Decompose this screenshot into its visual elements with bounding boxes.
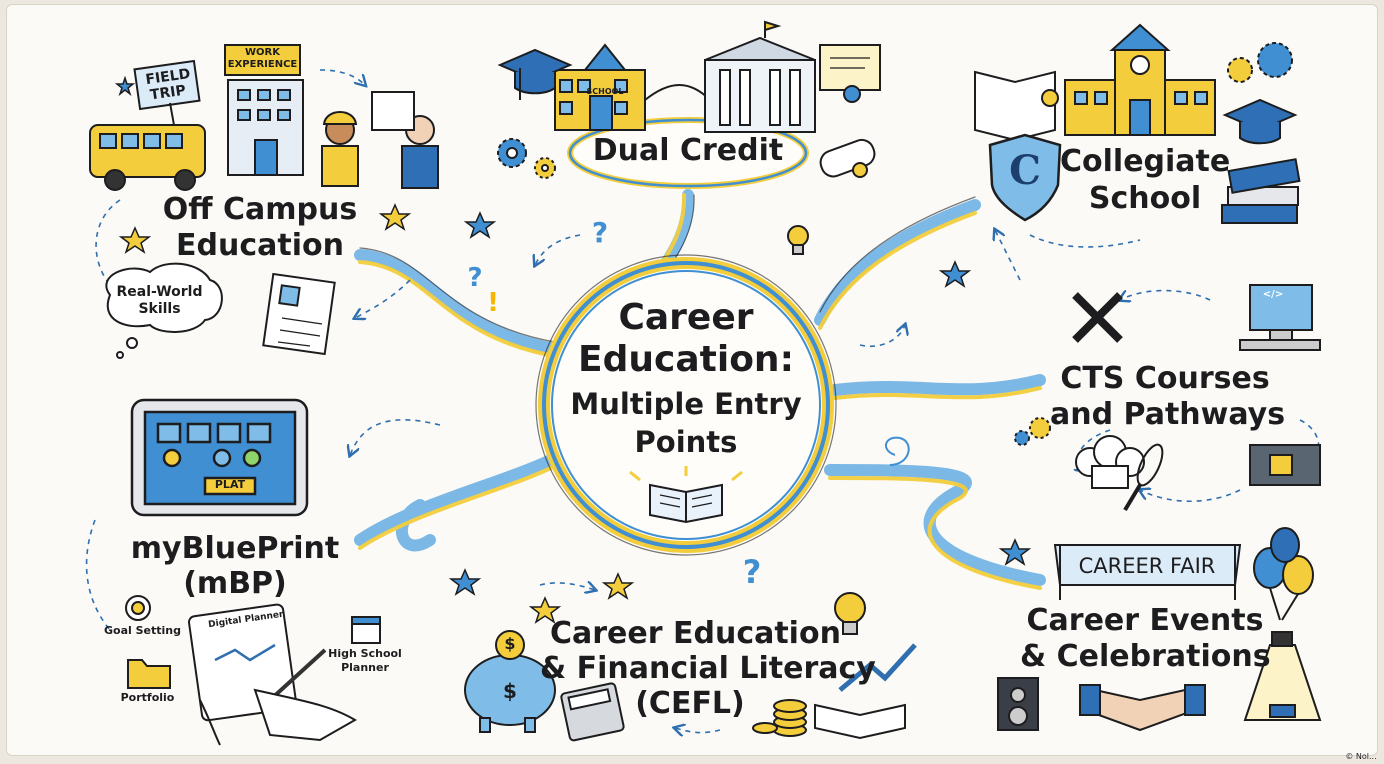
target-goal-icon [125, 595, 151, 621]
digital-planner-icon [187, 603, 357, 746]
mbp-label-line2: (mBP) [183, 566, 287, 601]
shield-icon [988, 133, 1062, 222]
code-screen-label: </> [1262, 289, 1284, 300]
engine-icon [1249, 444, 1321, 486]
calculator-icon [560, 682, 625, 742]
collegiate-label-line2: School [1088, 181, 1202, 216]
center-title-line3: Multiple Entry [570, 387, 802, 421]
off-campus-label-line1: Off Campus [162, 192, 358, 227]
book-stack-icon [1221, 158, 1301, 224]
tablet-icon [130, 398, 309, 517]
work-experience-line1: WORK [245, 47, 280, 58]
events-label-line1: Career Events [1026, 603, 1264, 638]
real-world-line1: Real-World [116, 284, 203, 300]
tools-icon [1072, 292, 1123, 343]
thought-cloud [105, 262, 223, 359]
cefl-label-line2: & Financial Literacy [540, 651, 876, 686]
school-buildings-icon [554, 20, 881, 133]
computer-icon [1239, 284, 1321, 351]
spotlight-trophy-icon [1243, 631, 1322, 721]
center-title-line2: Education: [578, 339, 794, 380]
real-world-line2: Skills [138, 301, 181, 317]
work-experience-building [224, 44, 304, 176]
growth-book-icon [814, 643, 917, 740]
coin-dollar: $ [504, 634, 516, 653]
gears-icon [497, 138, 556, 179]
career-fair-sign: CAREER FAIR [1078, 554, 1216, 578]
corner-watermark: © Nol... [1345, 752, 1377, 761]
piggy-dollar: $ [503, 679, 517, 703]
swirl-decor [885, 436, 910, 466]
dual-credit-label: Dual Credit [592, 133, 784, 168]
center-title-line4: Points [634, 425, 738, 459]
dual-credit-frame [567, 117, 809, 189]
field-trip-sign [133, 59, 201, 126]
school-bus-icon [89, 124, 206, 191]
question-mark-1: ? [591, 216, 609, 249]
lightbulb-icon [787, 225, 866, 635]
events-label-line2: & Celebrations [1020, 639, 1271, 674]
work-experience-line2: EXPERIENCE [227, 59, 298, 70]
cts-label-line1: CTS Courses [1060, 361, 1270, 396]
calendar-icon [351, 616, 381, 644]
piggy-bank-icon [464, 630, 556, 733]
mbp-label-line1: myBluePrint [130, 531, 340, 566]
gears-right-icon [1227, 42, 1293, 83]
whisk-icon [1123, 443, 1164, 512]
open-book-icon [629, 466, 743, 524]
portfolio-label: Portfolio [120, 691, 175, 704]
plat-button-label: PLAT [214, 478, 246, 491]
balloons-icon [1253, 527, 1314, 621]
coins-icon [752, 699, 807, 737]
handshake-icon [1079, 684, 1206, 732]
center-title-line1: Career [618, 297, 754, 338]
resume-document-icon [262, 272, 336, 356]
graduation-cap-icon [497, 48, 573, 100]
cts-label-line2: and Pathways [1050, 397, 1286, 432]
folder-icon [127, 659, 171, 689]
collegiate-building-icon [1064, 23, 1216, 136]
question-mark-2: ? [467, 263, 483, 293]
stars-decor [114, 75, 1032, 624]
high-school-planner-line2: Planner [341, 661, 389, 674]
open-book-textbook-icon [974, 70, 1059, 142]
off-campus-label-line2: Education [176, 228, 344, 263]
chef-hat-icon [1075, 435, 1145, 489]
school-sign: SCHOOL [586, 87, 624, 96]
question-mark-3: ? [742, 553, 762, 591]
gear-small-icon [1014, 417, 1051, 446]
road-paths [354, 189, 1046, 590]
cefl-label-line1: Career Education [550, 616, 841, 651]
exclamation-mark: ! [487, 288, 499, 318]
workers-icon [321, 91, 439, 189]
career-fair-banner [1053, 544, 1242, 600]
diploma-scroll-icon [819, 138, 876, 178]
goal-setting-label: Goal Setting [104, 624, 181, 637]
high-school-planner-line1: High School [328, 647, 402, 660]
graduation-cap-right-icon [1222, 98, 1298, 145]
central-circle [535, 254, 837, 556]
cefl-label-line3: (CEFL) [635, 686, 745, 721]
shield-letter: C [1009, 147, 1041, 194]
collegiate-label-line1: Collegiate [1060, 144, 1231, 179]
speaker-icon [997, 677, 1039, 731]
